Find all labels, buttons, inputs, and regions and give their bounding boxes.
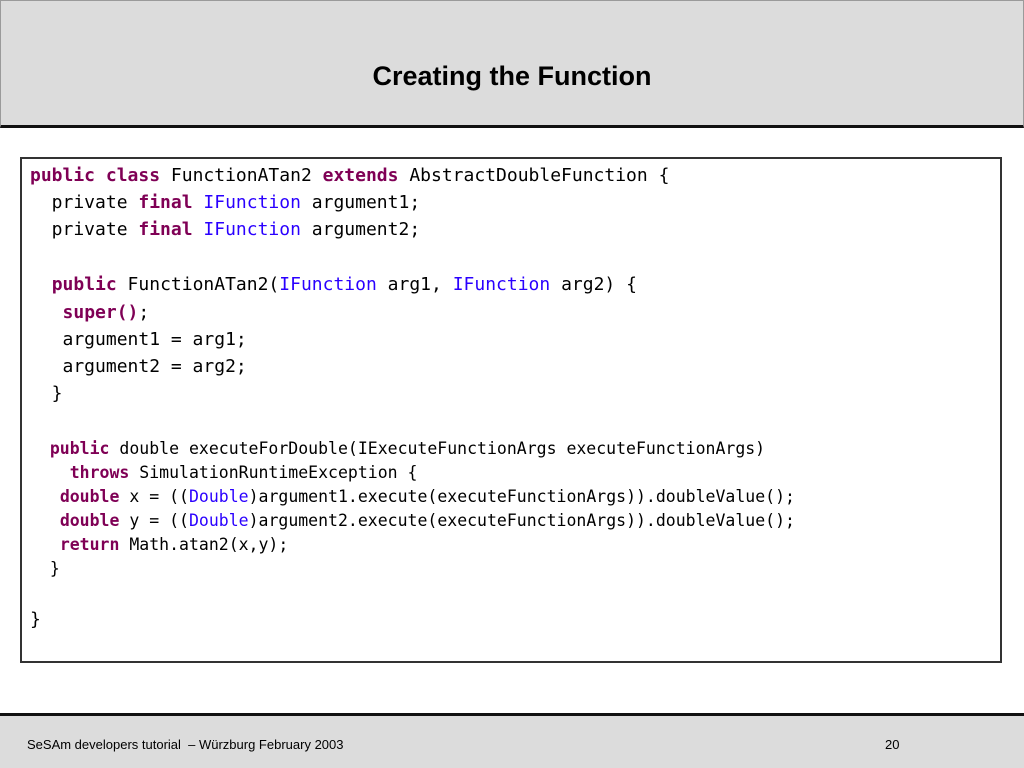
code-text: FunctionATan2 [160,165,323,186]
code-text: y = (( [119,511,189,530]
code-line: double y = ((Double)argument2.execute(ex… [30,511,795,530]
code-text [30,274,52,295]
code-keyword: double [59,511,120,530]
code-text [30,439,50,458]
code-keyword: public [49,439,110,458]
code-text [30,535,60,554]
code-text: argument2 = arg2; [30,356,247,377]
code-text: x = (( [119,487,189,506]
code-line: public FunctionATan2(IFunction arg1, IFu… [30,274,637,295]
code-text [30,487,60,506]
code-line: } [30,559,60,578]
code-text: argument1; [300,192,421,213]
code-line: argument2 = arg2; [30,356,247,377]
code-text: arg2) { [550,274,637,295]
slide-title: Creating the Function [372,61,652,91]
page-number: 20 [885,737,900,752]
code-text [30,511,60,530]
code-keyword: public [30,165,96,186]
code-keyword: final [138,219,193,240]
code-text: argument1 = arg1; [30,329,247,350]
code-text: } [30,609,41,630]
code-keyword: throws [69,463,130,482]
code-keyword: return [59,535,120,554]
slide-footer: SeSAm developers tutorial – Würzburg Feb… [0,713,1024,768]
code-line: private final IFunction argument2; [30,219,421,240]
code-text: arg1, [376,274,453,295]
code-text [193,192,204,213]
code-line [30,411,41,432]
code-text: Math.atan2(x,y); [119,535,289,554]
code-text: double executeForDouble(IExecuteFunction… [109,439,766,458]
code-text [30,463,70,482]
code-line: return Math.atan2(x,y); [30,535,289,554]
code-keyword: double [59,487,120,506]
slide-header: Creating the Function [0,0,1024,128]
code-line: throws SimulationRuntimeException { [30,463,418,482]
code-line: private final IFunction argument1; [30,192,421,213]
code-line: public double executeForDouble(IExecuteF… [30,439,765,458]
code-text [193,219,204,240]
code-text: AbstractDoubleFunction { [398,165,670,186]
code-line: public class FunctionATan2 extends Abstr… [30,165,669,186]
code-text: SimulationRuntimeException { [129,463,418,482]
code-line [30,585,40,604]
code-type: Double [188,487,249,506]
code-text: ; [138,302,150,323]
code-text: argument2; [300,219,421,240]
code-text: )argument1.execute(executeFunctionArgs))… [248,487,795,506]
code-text: private [30,219,139,240]
code-line: argument1 = arg1; [30,329,247,350]
code-keyword: final [138,192,193,213]
code-text: FunctionATan2( [116,274,280,295]
code-keyword: public [51,274,117,295]
code-line [30,247,41,268]
code-line: } [30,609,41,630]
code-type: IFunction [203,219,301,240]
code-keyword: super() [62,302,139,323]
code-keyword: class [105,165,161,186]
code-type: IFunction [279,274,377,295]
code-type: IFunction [452,274,551,295]
code-type: IFunction [203,192,301,213]
code-text [30,302,63,323]
code-text: } [30,559,60,578]
code-text [95,165,106,186]
code-line: super(); [30,302,150,323]
code-line: } [30,383,63,404]
code-block: public class FunctionATan2 extends Abstr… [20,157,1002,663]
code-text: private [30,192,139,213]
code-text: )argument2.execute(executeFunctionArgs))… [248,511,795,530]
footer-text: SeSAm developers tutorial – Würzburg Feb… [27,737,344,752]
code-text: } [30,383,63,404]
code-keyword: extends [322,165,399,186]
code-line: double x = ((Double)argument1.execute(ex… [30,487,795,506]
code-type: Double [188,511,249,530]
